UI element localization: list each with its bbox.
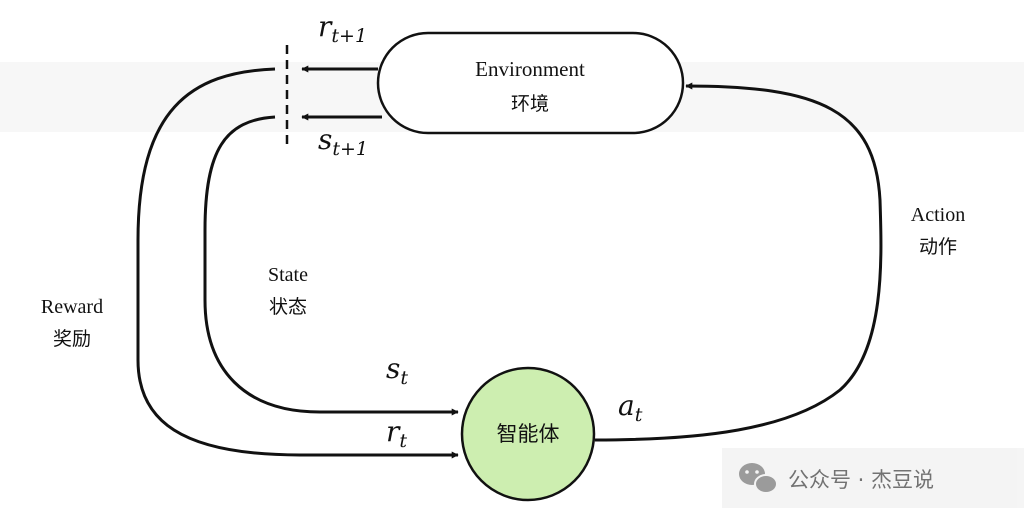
action-label-en: Action: [911, 204, 965, 226]
state-next-base: s: [318, 123, 332, 156]
agent-label: 智能体: [497, 422, 560, 446]
watermark: 公众号 · 杰豆说: [722, 448, 1024, 508]
reward-next-symbol: rt+1: [318, 10, 367, 47]
environment-box: [376, 31, 685, 135]
state-current-subscript: t: [400, 367, 408, 389]
state-current-base: s: [386, 352, 400, 385]
state-current-symbol: st: [386, 352, 408, 389]
action-symbol-base: a: [618, 389, 635, 422]
reward-current-symbol: rt: [386, 415, 407, 452]
state-next-subscript: t+1: [332, 138, 368, 160]
state-label-cn: 状态: [269, 296, 307, 318]
watermark-text: 公众号 · 杰豆说: [788, 468, 934, 492]
reward-next-base: r: [318, 10, 333, 43]
environment-title-cn: 环境: [511, 93, 549, 115]
action-symbol: at: [618, 389, 643, 426]
wechat-icon: [739, 463, 778, 494]
state-loop-arrow: [203, 115, 459, 416]
agent-circle: [460, 366, 596, 502]
reward-label-cn: 奖励: [53, 328, 91, 350]
reward-current-base: r: [386, 415, 401, 448]
reward-next-subscript: t+1: [331, 25, 367, 47]
reward-loop-arrow: [136, 67, 459, 459]
reward-current-subscript: t: [399, 430, 407, 452]
state-next-symbol: st+1: [318, 123, 368, 160]
environment-title-en: Environment: [475, 57, 585, 81]
action-label-cn: 动作: [919, 236, 957, 258]
action-loop-arrow: [594, 82, 883, 442]
reward-label-en: Reward: [41, 296, 103, 318]
action-symbol-subscript: t: [635, 404, 643, 426]
state-label-en: State: [268, 264, 308, 286]
